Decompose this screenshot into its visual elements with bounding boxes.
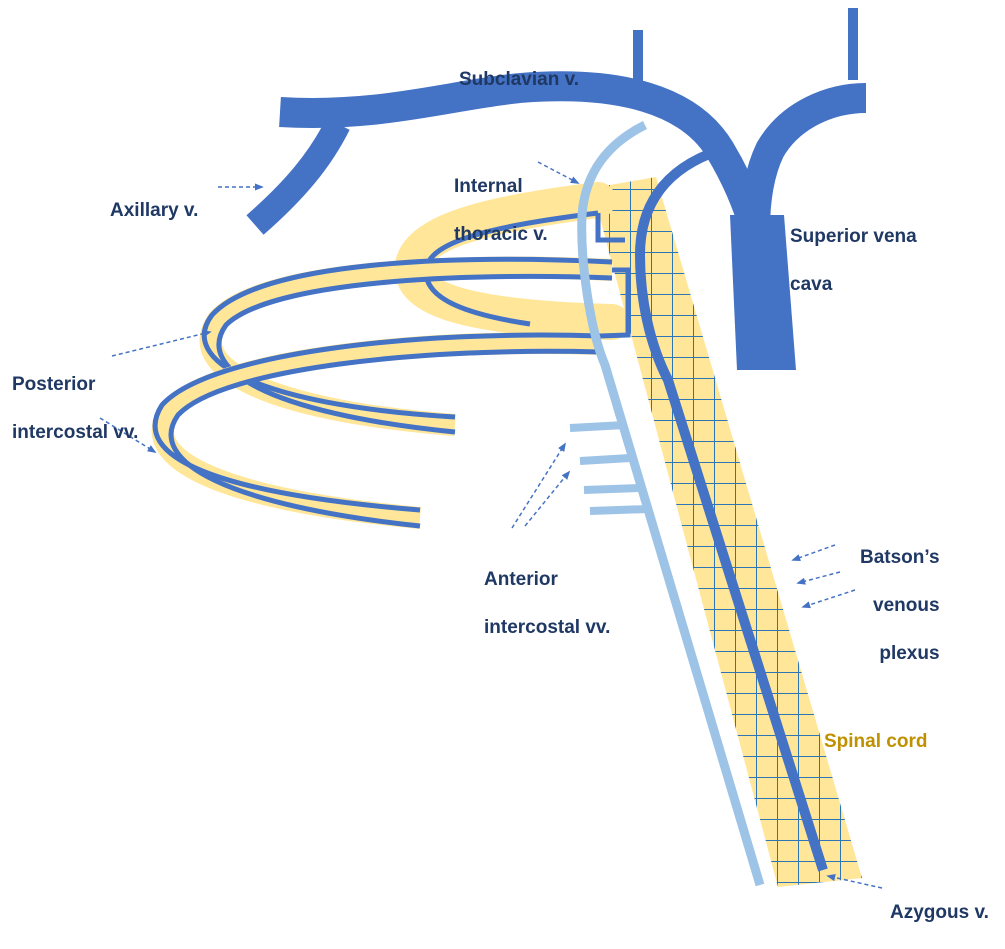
arrow-batsons-1	[793, 545, 835, 560]
anterior-intercostal-vein-4	[590, 509, 648, 511]
label-spinal-cord: Spinal cord	[824, 706, 927, 778]
arrow-batsons-3	[803, 590, 855, 607]
anterior-intercostal-vein-3	[584, 488, 640, 490]
anterior-intercostal-vein-1	[570, 425, 625, 428]
label-anterior-intercostal-veins: Anterior intercostal vv.	[484, 544, 610, 664]
arrow-batsons-2	[798, 572, 840, 583]
label-batsons-line1: Batson’s	[860, 546, 940, 570]
label-azygous-vein: Azygous v.	[890, 877, 989, 949]
label-internal-thoracic-line1: Internal	[454, 175, 548, 199]
label-svc-line2: cava	[790, 273, 917, 297]
label-posterior-intercostal-veins: Posterior intercostal vv.	[12, 349, 138, 469]
label-batsons-line3: plexus	[860, 642, 940, 666]
label-batsons-venous-plexus: Batson’s venous plexus	[860, 522, 940, 690]
label-spinal-cord-text: Spinal cord	[824, 730, 927, 754]
label-batsons-line2: venous	[860, 594, 940, 618]
label-azygous-text: Azygous v.	[890, 901, 989, 925]
label-anterior-line1: Anterior	[484, 568, 610, 592]
label-axillary-vein: Axillary v.	[110, 175, 198, 247]
label-posterior-line1: Posterior	[12, 373, 138, 397]
label-anterior-line2: intercostal vv.	[484, 616, 610, 640]
label-subclavian-text: Subclavian v.	[459, 68, 579, 92]
anterior-intercostal-vein-2	[580, 458, 630, 461]
label-subclavian-vein: Subclavian v.	[459, 44, 579, 116]
label-internal-thoracic-line2: thoracic v.	[454, 223, 548, 247]
label-axillary-text: Axillary v.	[110, 199, 198, 223]
axillary-vein	[255, 124, 338, 225]
label-internal-thoracic-vein: Internal thoracic v.	[454, 151, 548, 271]
arrow-anterior-intercostal-2	[525, 472, 569, 526]
label-superior-vena-cava: Superior vena cava	[790, 201, 917, 321]
label-posterior-line2: intercostal vv.	[12, 421, 138, 445]
label-svc-line1: Superior vena	[790, 225, 917, 249]
superior-vena-cava	[730, 215, 796, 370]
